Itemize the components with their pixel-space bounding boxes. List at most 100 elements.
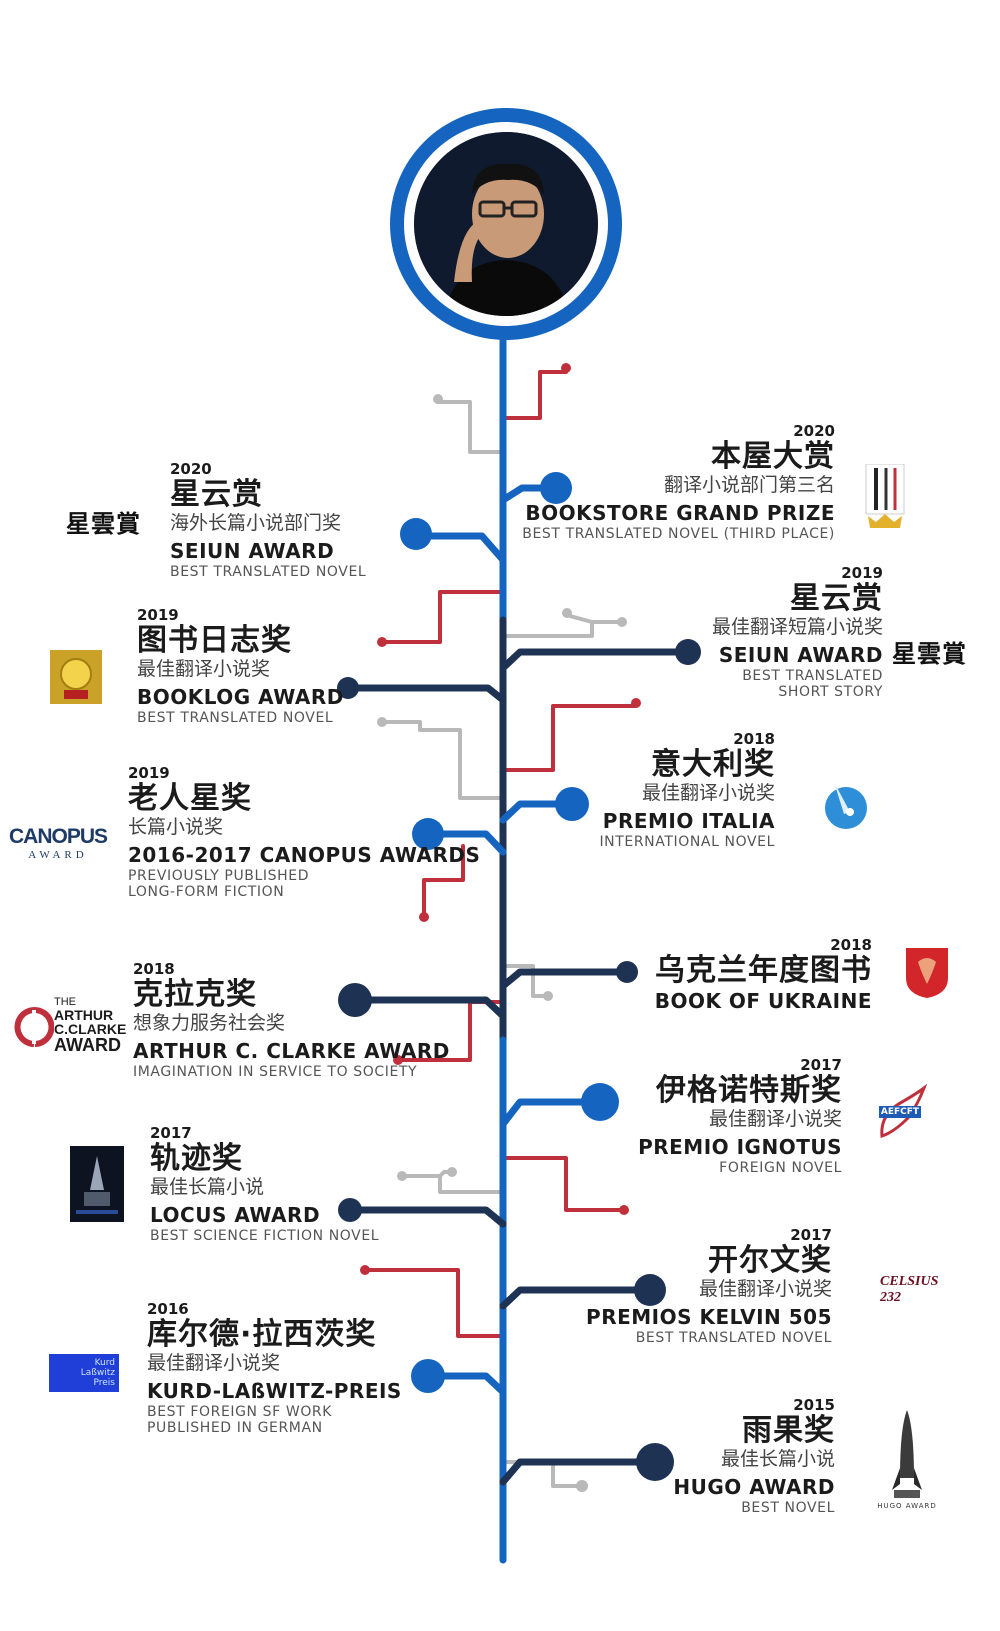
- award-chinese-name: 图书日志奖: [137, 623, 292, 658]
- award-year: 2018: [830, 936, 872, 954]
- award-year: 2016: [147, 1300, 189, 1318]
- gray-twig: [436, 400, 505, 454]
- award-description: PUBLISHED IN GERMAN: [147, 1420, 323, 1436]
- award-english-name: SEIUN AWARD: [170, 539, 335, 563]
- award-year: 2020: [793, 422, 835, 440]
- red-twig-dot: [360, 1265, 370, 1275]
- clarke-award-logo: THE ARTHUR C.CLARKE AWARD: [14, 996, 126, 1054]
- award-locus-2017: 2017 轨迹奖 最佳长篇小说 LOCUS AWARD BEST SCIENCE…: [150, 1124, 379, 1244]
- branch-italia-2018: [499, 800, 576, 824]
- canopus-logo-sub: AWARD: [28, 849, 88, 861]
- node-italia-2018: [555, 787, 589, 821]
- gray-twig-dot: [617, 617, 627, 627]
- award-description: BEST TRANSLATED: [742, 668, 883, 684]
- award-english-name: LOCUS AWARD: [150, 1203, 321, 1227]
- canopus-logo-text: CANOPUS: [9, 825, 108, 848]
- kurd-lasswitz-logo: Kurd Laßwitz Preis: [49, 1354, 119, 1392]
- canopus-award-logo: CANOPUS AWARD: [9, 818, 108, 868]
- award-description: PREVIOUSLY PUBLISHED: [128, 868, 310, 884]
- red-twig: [422, 844, 465, 916]
- seiun-logo: 星雲賞: [66, 510, 141, 538]
- kurd-logo-line: Preis: [93, 1378, 116, 1388]
- award-chinese-name: 星云赏: [170, 477, 263, 512]
- award-description: BEST NOVEL: [741, 1500, 835, 1516]
- branch-clarke-2018: [351, 996, 507, 1020]
- branch-canopus-2019: [424, 830, 507, 856]
- gray-twig: [380, 720, 505, 800]
- node-seiun-2020: [400, 518, 432, 550]
- award-description: BEST SCIENCE FICTION NOVEL: [150, 1228, 380, 1244]
- award-chinese-name: 轨迹奖: [150, 1141, 243, 1176]
- branch-ukraine-2018: [499, 968, 631, 990]
- award-chinese-name: 本屋大赏: [711, 439, 835, 474]
- gray-twig: [501, 964, 550, 998]
- award-english-name: ARTHUR C. CLARKE AWARD: [133, 1039, 450, 1063]
- branch-seiun-2019: [499, 648, 692, 672]
- award-italia-2018: 2018 意大利奖 最佳翻译小说奖 PREMIO ITALIA INTERNAT…: [599, 730, 775, 850]
- award-category-cn: 最佳长篇小说: [720, 1448, 835, 1470]
- node-locus-2017: [338, 1198, 362, 1222]
- branch-booklog-2019: [344, 684, 507, 704]
- red-twig: [501, 370, 568, 420]
- award-clarke-2018: 2018 克拉克奖 想象力服务社会奖 ARTHUR C. CLARKE AWAR…: [133, 960, 450, 1080]
- award-category-cn: 最佳长篇小说: [150, 1176, 265, 1198]
- award-english-name: PREMIOS KELVIN 505: [586, 1305, 832, 1329]
- award-chinese-name: 开尔文奖: [708, 1243, 832, 1278]
- red-twig: [501, 704, 638, 772]
- award-description: IMAGINATION IN SERVICE TO SOCIETY: [133, 1064, 418, 1080]
- hugo-logo-text: HUGO AWARD: [877, 1502, 937, 1510]
- award-chinese-name: 老人星奖: [128, 781, 252, 816]
- book-of-ukraine-logo: [902, 944, 952, 1000]
- hugo-award-rocket-logo: HUGO AWARD: [872, 1408, 942, 1512]
- premio-italia-logo: [820, 778, 872, 830]
- branch-locus-2017: [346, 1206, 507, 1228]
- award-category-cn: 最佳翻译小说奖: [698, 1278, 832, 1300]
- award-english-name: BOOKLOG AWARD: [137, 685, 344, 709]
- award-description: BEST TRANSLATED NOVEL: [170, 564, 367, 580]
- award-chinese-name: 克拉克奖: [133, 977, 257, 1012]
- award-category-cn: 海外长篇小说部门奖: [170, 512, 342, 534]
- clarke-logo-line: ARTHUR: [54, 1007, 114, 1023]
- node-hugo-2015: [636, 1443, 674, 1481]
- aefcft-logo-text: AEFCFT: [878, 1106, 922, 1118]
- award-category-cn: 最佳翻译小说奖: [708, 1108, 842, 1130]
- award-year: 2019: [841, 564, 883, 582]
- gray-twig-dot: [377, 717, 387, 727]
- award-year: 2018: [133, 960, 175, 978]
- clarke-logo-line: AWARD: [54, 1035, 121, 1055]
- award-chinese-name: 乌克兰年度图书: [655, 953, 872, 988]
- award-year: 2017: [790, 1226, 832, 1244]
- red-twig-dot: [377, 637, 387, 647]
- gray-twig: [501, 614, 622, 638]
- branch-kurd-2016: [424, 1372, 507, 1396]
- award-category-cn: 翻译小说部门第三名: [663, 474, 835, 496]
- gray-twig-dot: [433, 394, 443, 404]
- award-year: 2019: [137, 606, 179, 624]
- red-twig: [363, 1268, 505, 1338]
- award-description: INTERNATIONAL NOVEL: [599, 834, 775, 850]
- node-seiun-2019: [675, 639, 701, 665]
- award-description: BEST TRANSLATED NOVEL (THIRD PLACE): [522, 526, 835, 542]
- award-english-name: BOOK OF UKRAINE: [654, 989, 872, 1013]
- award-canopus-2019: 2019 老人星奖 长篇小说奖 2016-2017 CANOPUS AWARDS…: [128, 764, 480, 900]
- award-description: BEST FOREIGN SF WORK: [147, 1404, 333, 1420]
- award-english-name: SEIUN AWARD: [718, 643, 883, 667]
- award-kelvin-2017: 2017 开尔文奖 最佳翻译小说奖 PREMIOS KELVIN 505 BES…: [586, 1226, 832, 1346]
- award-english-name: PREMIO IGNOTUS: [638, 1135, 842, 1159]
- award-chinese-name: 意大利奖: [651, 747, 775, 782]
- award-english-name: 2016-2017 CANOPUS AWARDS: [128, 843, 481, 867]
- person-photo-icon: [414, 132, 598, 316]
- node-booklog-2019: [337, 677, 359, 699]
- award-year: 2017: [150, 1124, 192, 1142]
- award-year: 2017: [800, 1056, 842, 1074]
- award-category-cn: 最佳翻译小说奖: [641, 782, 775, 804]
- award-bookstore-2020: 2020 本屋大赏 翻译小说部门第三名 BOOKSTORE GRAND PRIZ…: [522, 422, 835, 542]
- red-twig: [501, 1156, 626, 1212]
- award-booklog-2019: 2019 图书日志奖 最佳翻译小说奖 BOOKLOG AWARD BEST TR…: [137, 606, 344, 726]
- award-year: 2020: [170, 460, 212, 478]
- award-category-cn: 想象力服务社会奖: [133, 1012, 286, 1034]
- award-chinese-name: 雨果奖: [742, 1413, 835, 1448]
- award-english-name: BOOKSTORE GRAND PRIZE: [525, 501, 835, 525]
- clarke-logo-line: THE: [54, 996, 76, 1008]
